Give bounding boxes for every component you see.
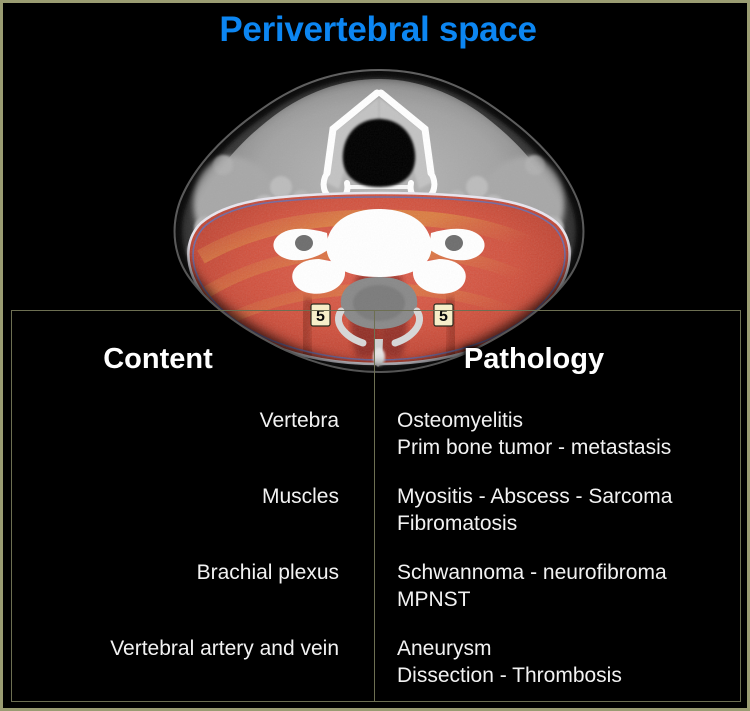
annotation-5-left: 5 [310,303,331,327]
table-row: Vertebra Osteomyelitis Prim bone tumor -… [12,407,740,483]
pathology-line: Prim bone tumor - metastasis [397,436,672,459]
ct-axial-neck-image: 5 5 [161,61,597,391]
pathology-line: Dissection - Thrombosis [397,664,622,687]
pathology-cell: Osteomyelitis Prim bone tumor - metastas… [397,407,742,461]
table-header-pathology: Pathology [463,343,605,375]
table-row: Brachial plexus Schwannoma - neurofibrom… [12,559,740,635]
pathology-cell: Aneurysm Dissection - Thrombosis [397,635,742,689]
pathology-line: Schwannoma - neurofibroma [397,561,667,584]
pathology-line: MPNST [397,588,471,611]
table-header-row: Content Pathology [12,329,740,379]
pathology-line: Myositis - Abscess - Sarcoma [397,485,673,508]
content-cell: Brachial plexus [196,561,339,584]
table-column-divider [374,311,375,701]
svg-text:5: 5 [439,308,448,325]
pathology-line: Aneurysm [397,637,492,660]
svg-text:5: 5 [316,308,325,325]
annotation-5-right: 5 [433,303,454,327]
pathology-cell: Myositis - Abscess - Sarcoma Fibromatosi… [397,483,742,537]
pathology-line: Osteomyelitis [397,409,524,432]
pathology-cell: Schwannoma - neurofibroma MPNST [397,559,742,613]
content-cell: Muscles [261,485,339,508]
table-row: Muscles Myositis - Abscess - Sarcoma Fib… [12,483,740,559]
content-cell: Vertebra [259,409,339,432]
table-body: Vertebra Osteomyelitis Prim bone tumor -… [12,407,742,708]
table-row: Vertebral artery and vein Aneurysm Disse… [12,635,742,708]
pathology-line: Fibromatosis [397,512,518,535]
content-cell: Vertebral artery and vein [110,637,339,660]
content-pathology-table: Content Pathology Vertebra Osteomyelitis… [11,310,741,702]
page-title: Perivertebral space [219,10,537,49]
table-header-content: Content [103,343,213,375]
